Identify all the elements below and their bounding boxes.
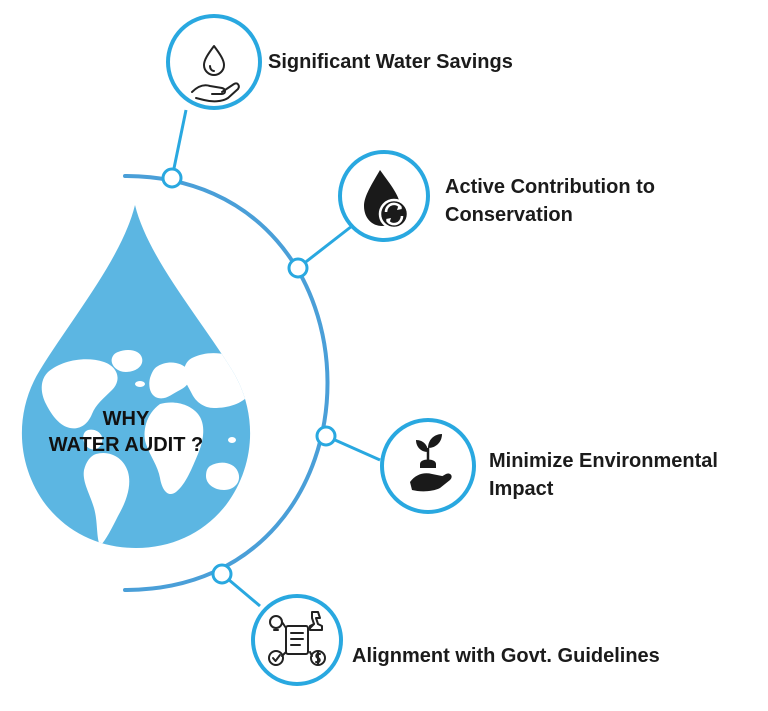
arc-node-2 (287, 257, 309, 279)
hand-plant-icon (410, 434, 452, 492)
benefit-label-1: Significant Water Savings (268, 48, 513, 76)
benefit-circle-1 (166, 14, 262, 110)
globe-water-drop (21, 205, 251, 548)
strategy-document-icon (268, 611, 326, 666)
benefit-label-2-line2: Conservation (445, 204, 573, 226)
benefit-label-1-line1: Significant Water Savings (268, 51, 513, 73)
center-title-line1: WHY (102, 408, 150, 430)
benefit-label-4: Alignment with Govt. Guidelines (352, 642, 660, 670)
center-title-line2: WATER AUDIT ? (48, 434, 204, 456)
arc-node-3 (315, 425, 337, 447)
benefit-label-2-line1: Active Contribution to (445, 176, 655, 198)
hand-water-drop-icon (191, 45, 240, 103)
arc-node-1 (161, 167, 183, 189)
arc-node-4 (211, 563, 233, 585)
center-title: WHY WATER AUDIT ? (22, 406, 230, 458)
connector-stem-2 (297, 224, 353, 270)
connector-stem-1 (170, 109, 188, 179)
benefit-label-3-line1: Minimize Environmental (489, 450, 718, 472)
water-drop-recycle-icon (364, 170, 410, 230)
benefit-label-2: Active Contribution to Conservation (445, 173, 655, 229)
benefit-label-3: Minimize Environmental Impact (489, 447, 718, 503)
benefit-label-3-line2: Impact (489, 478, 554, 500)
benefit-label-4-line1: Alignment with Govt. Guidelines (352, 645, 660, 667)
